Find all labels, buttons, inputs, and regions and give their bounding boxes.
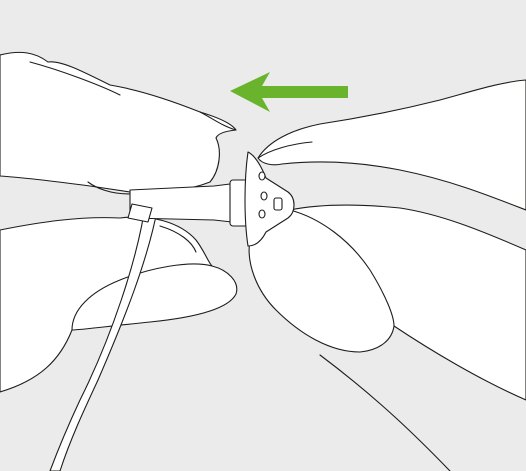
dome-vent-2 — [261, 192, 267, 200]
dome-vent-3 — [259, 210, 265, 218]
dome-tab — [274, 198, 282, 210]
dome-vent-1 — [259, 172, 265, 180]
